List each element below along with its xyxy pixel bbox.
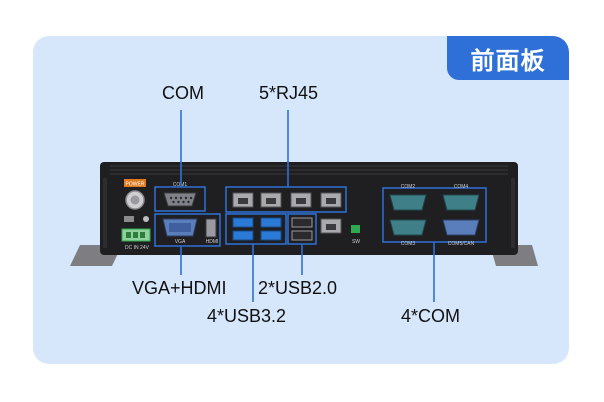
hdmi-port[interactable] [205, 218, 217, 238]
com1-pins [169, 196, 193, 204]
front-panel-badge: 前面板 [447, 36, 569, 80]
usb32-callout-box [225, 213, 287, 245]
rj45-callout-label: 5*RJ45 [259, 83, 319, 103]
com1-port[interactable] [163, 192, 197, 207]
vga-label: VGA [175, 239, 186, 245]
usb20-ports [291, 217, 313, 241]
com5-label: COM5/CAN [448, 241, 475, 247]
dc-in-label: DC IN 24V [125, 245, 150, 251]
dc-terminal-pins [126, 232, 145, 238]
com-port[interactable] [389, 194, 427, 211]
power-label-sticker [124, 179, 146, 187]
usb32-callout-label: 4*USB3.2 [207, 306, 287, 326]
rj45-callout-box [225, 186, 347, 213]
com2-label: COM2 [401, 184, 416, 190]
vga-hdmi-callout-label: VGA+HDMI [132, 278, 227, 298]
vga-port-inner [169, 223, 191, 232]
usb20-callout-label: 2*USB2.0 [258, 278, 338, 298]
small-switch[interactable] [124, 216, 134, 222]
usb32-ports [232, 217, 282, 241]
com-port[interactable] [442, 194, 480, 211]
hdmi-label: HDMI [206, 239, 219, 245]
usb20-port[interactable] [291, 217, 313, 228]
power-button-inner [130, 195, 140, 205]
usb32-port[interactable] [260, 230, 282, 241]
rj45-port-openings [238, 198, 336, 230]
led-indicator [143, 216, 149, 222]
com4-callout-label: 4*COM [401, 306, 461, 326]
com-port[interactable] [442, 219, 480, 236]
power-label-text: POWER [126, 182, 145, 188]
sw-label: SW [352, 239, 360, 245]
heatsink-fins [110, 165, 508, 175]
com3-label: COM3 [401, 241, 416, 247]
com4-label: COM4 [454, 184, 469, 190]
usb32-port[interactable] [232, 217, 254, 228]
side-vents [103, 178, 515, 248]
com-port[interactable] [389, 219, 427, 236]
vga-hdmi-callout-box [154, 213, 221, 247]
usb32-port[interactable] [232, 230, 254, 241]
usb32-port[interactable] [260, 217, 282, 228]
usb20-port[interactable] [291, 230, 313, 241]
com1-label: COM1 [173, 182, 188, 188]
com-callout-label: COM [162, 83, 204, 103]
sw-switch[interactable] [351, 225, 360, 233]
callout-lines [180, 110, 435, 302]
com1-callout-box [154, 186, 206, 212]
com-ports [389, 194, 480, 236]
